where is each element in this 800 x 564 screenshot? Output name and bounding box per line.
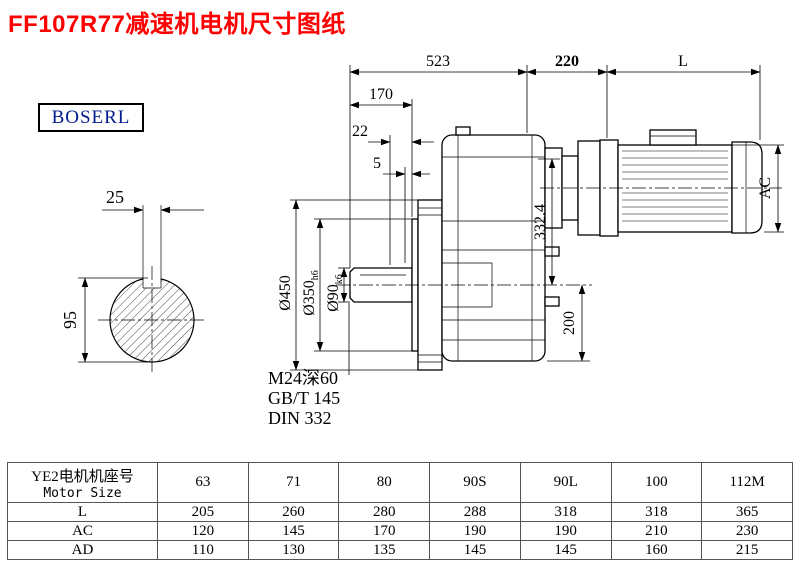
brand-logo: BOSERL <box>38 103 144 132</box>
dim-shaft-tol: k6 <box>334 274 345 284</box>
cell: 210 <box>610 521 703 541</box>
dim-523: 523 <box>426 53 450 70</box>
row-label: AD <box>7 540 158 560</box>
cell: 215 <box>701 540 793 560</box>
cell: 110 <box>157 540 249 560</box>
size-112M: 112M <box>701 462 793 503</box>
dim-332-4: 332.4 <box>532 204 549 240</box>
dim-25: 25 <box>106 187 124 207</box>
cell: 318 <box>610 502 703 522</box>
note-tapped-hole: M24深60 <box>268 368 338 388</box>
cell: 130 <box>247 540 340 560</box>
cell: 230 <box>701 521 793 541</box>
cell: 145 <box>247 521 340 541</box>
dim-22: 22 <box>352 123 368 140</box>
cell: 318 <box>519 502 612 522</box>
dim-spigot-d: Ø350 <box>301 280 318 316</box>
cell: 120 <box>157 521 249 541</box>
cell: 280 <box>338 502 431 522</box>
cell: 365 <box>701 502 793 522</box>
note-standard-gbt: GB/T 145 <box>268 388 340 408</box>
note-standard-din: DIN 332 <box>268 408 332 428</box>
size-63: 63 <box>157 462 249 503</box>
header-en: Motor Size <box>43 485 122 501</box>
dim-L: L <box>678 53 688 70</box>
cell: 190 <box>429 521 521 541</box>
svg-text:Ø90k6: Ø90k6 <box>325 274 345 312</box>
size-100: 100 <box>610 462 703 503</box>
dim-flange-od: Ø450 <box>277 275 294 311</box>
table-header-row: YE2电机机座号 Motor Size 63 71 80 90S 90L 100… <box>7 462 793 503</box>
table-row-AC: AC 120 145 170 190 190 210 230 <box>7 521 793 541</box>
dim-AC: AC <box>757 177 774 199</box>
dimension-lines <box>78 65 784 375</box>
cell: 190 <box>519 521 612 541</box>
size-80: 80 <box>338 462 431 503</box>
dim-shaft-d: Ø90 <box>325 284 342 312</box>
cell: 170 <box>338 521 431 541</box>
svg-text:Ø350h6: Ø350h6 <box>301 270 321 316</box>
gearbox-housing <box>441 126 560 362</box>
col-header-motor-size: YE2电机机座号 Motor Size <box>7 462 158 503</box>
dim-220: 220 <box>555 53 579 70</box>
cell: 288 <box>429 502 521 522</box>
motor-cooling-fins <box>622 150 728 222</box>
dim-200: 200 <box>561 311 578 335</box>
header-cn: YE2电机机座号 <box>31 468 134 485</box>
cell: 145 <box>429 540 521 560</box>
size-71: 71 <box>247 462 340 503</box>
cell: 135 <box>338 540 431 560</box>
dim-170: 170 <box>369 86 393 103</box>
dim-95: 95 <box>60 311 80 329</box>
dim-spigot-tol: h6 <box>310 270 321 280</box>
row-label: AC <box>7 521 158 541</box>
table-row-AD: AD 110 130 135 145 145 160 215 <box>7 540 793 560</box>
size-90L: 90L <box>519 462 612 503</box>
row-label: L <box>7 502 158 522</box>
cell: 205 <box>157 502 249 522</box>
table-row-L: L 205 260 280 288 318 318 365 <box>7 502 793 522</box>
motor-size-table: YE2电机机座号 Motor Size 63 71 80 90S 90L 100… <box>7 462 793 560</box>
size-90S: 90S <box>429 462 521 503</box>
cell: 160 <box>610 540 703 560</box>
cell: 145 <box>519 540 612 560</box>
dim-5: 5 <box>373 155 381 172</box>
page-title: FF107R77减速机电机尺寸图纸 <box>8 11 346 38</box>
cell: 260 <box>247 502 340 522</box>
motor-assembly <box>544 129 763 237</box>
technical-drawing: 523 220 L 170 22 5 25 95 Ø450 Ø350h6 Ø90… <box>60 53 784 428</box>
